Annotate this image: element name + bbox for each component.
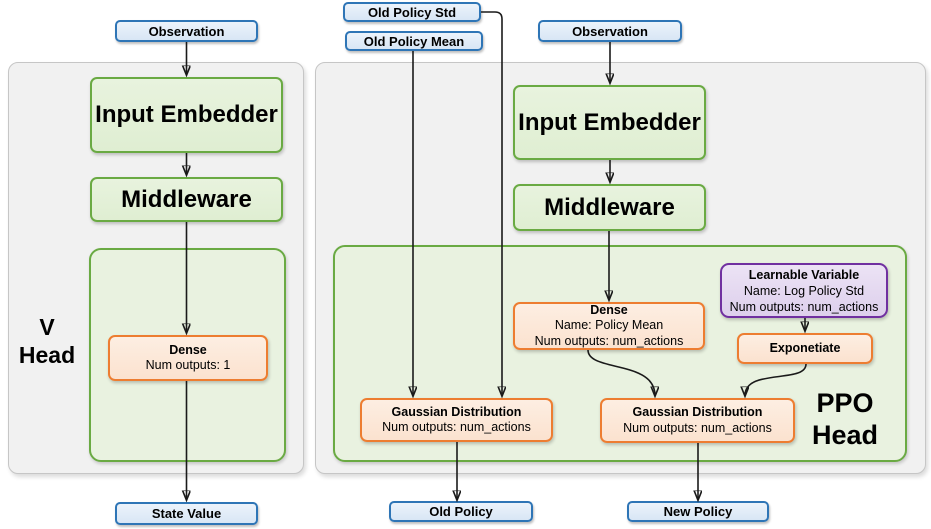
ppo-input-embedder-box: Input Embedder — [513, 85, 706, 160]
v-dense-outputs: Num outputs: 1 — [145, 358, 231, 372]
gaussian-new-title: Gaussian Distribution — [632, 405, 763, 420]
gaussian-distribution-old-box: Gaussian Distribution Num outputs: num_a… — [360, 398, 553, 442]
learnable-variable-name: Name: Log Policy Std — [743, 283, 865, 298]
learnable-variable-box: Learnable Variable Name: Log Policy Std … — [720, 263, 888, 318]
ppo-dense-title: Dense — [590, 303, 628, 318]
gaussian-distribution-new-box: Gaussian Distribution Num outputs: num_a… — [600, 398, 795, 443]
new-policy-box: New Policy — [627, 501, 769, 522]
learnable-variable-title: Learnable Variable — [748, 267, 860, 282]
exponetiate-box: Exponetiate — [737, 333, 873, 364]
ppo-middleware-box: Middleware — [513, 184, 706, 231]
v-head-label-line1: V — [39, 314, 55, 340]
ppo-dense-outputs: Num outputs: num_actions — [534, 333, 684, 348]
learnable-variable-outputs: Num outputs: num_actions — [729, 299, 879, 314]
gaussian-old-title: Gaussian Distribution — [391, 404, 522, 419]
ppo-dense-box: Dense Name: Policy Mean Num outputs: num… — [513, 302, 705, 350]
old-policy-box: Old Policy — [389, 501, 533, 522]
gaussian-new-outputs: Num outputs: num_actions — [623, 420, 772, 435]
v-input-embedder-box: Input Embedder — [90, 77, 283, 153]
old-policy-std-box: Old Policy Std — [343, 2, 481, 22]
ppo-head-label: PPO Head — [794, 387, 896, 452]
v-dense-title: Dense — [169, 342, 207, 357]
ppo-observation-box: Observation — [538, 20, 682, 42]
v-middleware-box: Middleware — [90, 177, 283, 222]
v-observation-box: Observation — [115, 20, 258, 42]
v-head-label: V Head — [6, 314, 88, 369]
ppo-head-label-line1: PPO — [816, 388, 874, 418]
v-head-label-line2: Head — [18, 341, 76, 368]
ppo-dense-name: Name: Policy Mean — [554, 318, 664, 333]
old-policy-mean-box: Old Policy Mean — [345, 31, 483, 51]
v-dense-box: Dense Num outputs: 1 — [108, 335, 268, 381]
state-value-box: State Value — [115, 502, 258, 525]
ppo-head-label-line2: Head — [811, 420, 879, 451]
gaussian-old-outputs: Num outputs: num_actions — [382, 420, 531, 434]
